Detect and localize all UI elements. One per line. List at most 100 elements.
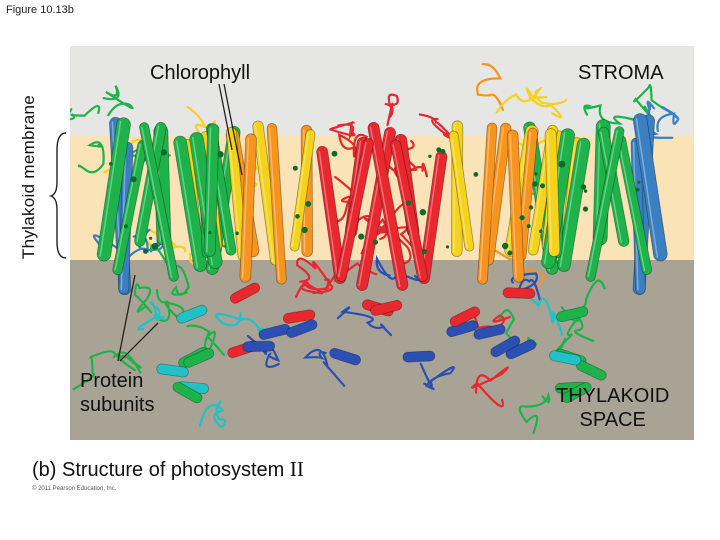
protein-helix — [229, 282, 261, 304]
protein-complex — [70, 63, 680, 435]
chlorophyll-molecule — [473, 172, 479, 177]
helix-highlight — [337, 141, 367, 278]
protein-helix — [203, 123, 220, 257]
chlorophyll-molecule — [143, 248, 148, 254]
chlorophyll-molecule — [507, 250, 513, 256]
protein-coil — [77, 141, 105, 174]
protein-helix — [139, 122, 179, 282]
protein-coil — [215, 312, 278, 336]
helix-highlight — [635, 117, 659, 258]
protein-coil — [495, 86, 568, 114]
protein-helix — [242, 340, 276, 353]
thylakoid-membrane-label: Thylakoid membrane — [19, 94, 38, 260]
protein-coil — [102, 85, 134, 117]
protein-helix — [266, 123, 287, 285]
chlorophyll-molecule — [373, 239, 378, 245]
protein-coil — [70, 104, 101, 121]
helix-highlight — [369, 126, 401, 288]
helix-highlight — [479, 126, 491, 281]
thylakoid-space-line2: SPACE — [579, 409, 646, 431]
protein-coil — [302, 348, 346, 387]
protein-coil — [336, 306, 393, 337]
protein-helix — [402, 350, 436, 363]
helix-highlight — [114, 143, 142, 271]
protein-helix — [316, 145, 347, 285]
helix-highlight — [587, 130, 619, 278]
protein-coil — [583, 103, 637, 125]
helix-highlight — [141, 126, 173, 278]
protein-coil — [632, 84, 669, 116]
helix-highlight — [99, 121, 122, 257]
protein-coil — [294, 279, 330, 299]
protein-coil — [133, 283, 153, 314]
protein-helix — [335, 137, 374, 282]
protein-helix — [632, 113, 668, 262]
protein-coil — [518, 391, 551, 435]
protein-helix — [473, 324, 506, 340]
chlorophyll-molecule — [301, 226, 308, 234]
helix-highlight — [206, 127, 212, 253]
chlorophyll-molecule — [428, 154, 432, 158]
protein-helix — [239, 133, 257, 283]
helix-highlight — [136, 125, 160, 243]
chlorophyll-molecule — [358, 233, 365, 240]
protein-coil — [476, 63, 505, 112]
protein-helix — [502, 287, 536, 299]
chlorophyll-molecule — [532, 181, 538, 187]
protein-helix — [390, 139, 429, 283]
protein-helix — [561, 381, 592, 404]
protein-coil — [419, 362, 455, 391]
chlorophyll-molecule — [305, 201, 312, 207]
protein-subunits-label: Protein subunits — [80, 369, 155, 417]
caption-roman-numeral: II — [289, 457, 304, 481]
helix-highlight — [291, 133, 309, 247]
chlorophyll-molecule — [558, 160, 566, 168]
protein-helix — [448, 130, 475, 252]
protein-helix — [556, 306, 589, 323]
chlorophyll-molecule — [130, 176, 137, 183]
protein-coil — [554, 305, 583, 354]
protein-helix — [505, 339, 537, 360]
chlorophyll-molecule — [217, 151, 224, 158]
helix-highlight — [175, 140, 199, 269]
chlorophyll-molecule — [208, 231, 212, 235]
photosystem-ii-structure-image — [70, 46, 694, 440]
protein-coil — [471, 366, 509, 408]
helix-highlight — [241, 137, 250, 279]
protein-helix — [367, 121, 409, 291]
protein-helix — [286, 319, 318, 338]
protein-coil — [529, 297, 564, 336]
chlorophyll-molecule — [436, 147, 442, 153]
chlorophyll-molecule — [421, 249, 427, 255]
helix-highlight — [268, 127, 280, 281]
copyright-notice: © 2011 Pearson Education, Inc. — [32, 486, 117, 492]
chlorophyll-molecule — [445, 245, 450, 249]
helix-highlight — [420, 154, 440, 280]
protein-helix — [183, 348, 215, 368]
chlorophyll-molecule — [292, 165, 298, 171]
protein-label-line2: subunits — [80, 394, 155, 416]
chlorophyll-molecule — [528, 205, 534, 210]
protein-label-line1: Protein — [80, 370, 144, 392]
chlorophyll-molecule — [440, 149, 446, 154]
protein-helix — [506, 129, 525, 283]
helix-highlight — [450, 135, 468, 248]
protein-helix — [449, 306, 481, 327]
chlorophyll-molecule — [519, 215, 525, 221]
chlorophyll-molecule — [534, 172, 538, 176]
protein-coil — [296, 257, 334, 294]
protein-helix — [544, 128, 561, 257]
protein-helix — [156, 363, 189, 378]
stroma-region — [70, 46, 694, 136]
protein-coil — [418, 113, 453, 140]
protein-helix — [289, 129, 316, 252]
chlorophyll-molecule — [526, 224, 531, 229]
chlorophyll-molecule — [295, 214, 300, 219]
chlorophyll-molecule — [637, 180, 641, 184]
thylakoid-space-line1: THYLAKOID — [556, 385, 670, 407]
chlorophyll-molecule — [405, 200, 412, 206]
protein-helix — [173, 135, 208, 272]
chlorophyll-molecule — [540, 183, 545, 189]
helix-highlight — [392, 144, 422, 279]
chlorophyll-molecule — [502, 242, 509, 250]
